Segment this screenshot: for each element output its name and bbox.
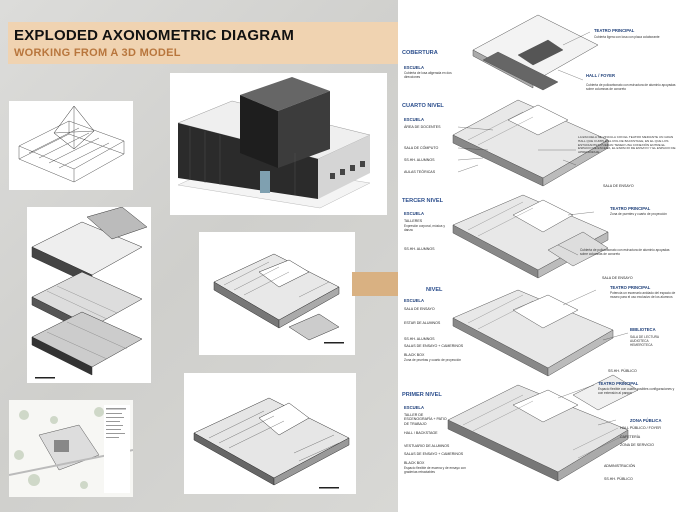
exploded-diagram-panel: COBERTURA ESCUELA Cubierta de losa alige… xyxy=(398,0,680,512)
label-sshh-alumnos-3: SS.HH. ALUMNOS xyxy=(404,247,435,251)
callout-zona-servicio: ZONA DE SERVICIO xyxy=(620,443,654,447)
page-subtitle: WORKING FROM A 3D MODEL xyxy=(14,47,181,59)
label-salas-ensayo-camerinos-1: SALAS DE ENSAYO + CAMERINOS xyxy=(404,452,464,456)
callout-policarbonato-3: Cubierta de policarbonato con estructura… xyxy=(580,248,670,256)
callout-teatro-principal-3-desc: Zona de puentes y cuarto de proyección xyxy=(610,212,667,216)
callout-biblioteca-desc: SALA DE LECTURA AUDIOTECA HEMEROTECA xyxy=(630,335,659,347)
label-sshh-alumnos-4: SS.HH. ALUMNOS xyxy=(404,158,435,162)
page-title: EXPLODED AXONOMETRIC DIAGRAM xyxy=(14,27,295,44)
level-heading-primer: PRIMER NIVEL xyxy=(402,392,442,398)
label-estar-alumnos: ESTAR DE ALUMNOS xyxy=(404,321,441,325)
render-3d-drawing xyxy=(177,77,371,209)
callout-teatro-principal-2: TEATRO PRINCIPAL xyxy=(610,285,651,290)
callout-administracion: ADMINISTRACIÓN xyxy=(604,464,636,468)
callout-teatro-principal-1: TEATRO PRINCIPAL xyxy=(598,381,639,386)
callout-biblioteca: BIBLIOTECA xyxy=(630,327,656,332)
label-black-box-1-desc: Espacio flexible de escena y de ensayo c… xyxy=(404,466,466,474)
callout-hall-foyer-desc: Cubierta de policarbonato con estructura… xyxy=(586,83,676,91)
site-plan-drawing xyxy=(9,400,133,497)
callout-zona-publica-desc: HALL PÚBLICO / FOYER xyxy=(620,426,662,430)
label-black-box-2: BLACK BOX xyxy=(404,353,425,357)
callout-teatro-principal-1-desc: Espacio flexible con cuatro posibles con… xyxy=(598,387,675,395)
level-heading-segundo: NIVEL xyxy=(426,287,443,293)
callout-hall-foyer: HALL / FOYER xyxy=(586,73,616,78)
render-3d-card xyxy=(170,73,387,215)
callout-teatro-principal-cobertura-desc: Cubierta ligera con losa con placa colab… xyxy=(594,35,660,39)
level-sublabel-desc-cobertura: Cubierta de losa aligerada en dos direcc… xyxy=(404,71,452,79)
level-sublabel-tercer: ESCUELA xyxy=(404,211,425,216)
label-black-box-2-desc: Zona de pruebas y cuarto de proyección xyxy=(404,358,462,362)
level-sublabel-cuarto: ESCUELA xyxy=(404,117,425,122)
label-salas-ensayo-camerinos-2: SALAS DE ENSAYO + CAMERINOS xyxy=(404,344,464,348)
callout-zona-publica: ZONA PÚBLICA xyxy=(630,418,662,423)
ground-floor-model-drawing xyxy=(193,397,350,489)
label-black-box-1: BLACK BOX xyxy=(404,461,425,465)
label-area-docentes: ÁREA DE DOCENTES xyxy=(404,125,441,129)
label-sala-ensayo-2: SALA DE ENSAYO xyxy=(404,307,435,311)
title-banner xyxy=(8,22,398,64)
floor-model-drawing xyxy=(213,253,344,344)
ground-floor-model-card xyxy=(184,373,356,494)
exploded-sketch-drawing xyxy=(31,207,148,379)
wireframe-model-card xyxy=(9,101,133,190)
label-vestuario-alumnos: VESTUARIO DE ALUMNOS xyxy=(404,444,450,448)
callout-escuela-vinculo: LA ESCUELA SE VINCULA CON EL TEATRO MEDI… xyxy=(578,135,676,155)
exploded-sketch-card xyxy=(27,207,151,383)
callout-sshh-publico-2: SS.HH. PÚBLICO xyxy=(608,369,637,373)
label-sshh-alumnos-2: SS.HH. ALUMNOS xyxy=(404,337,435,341)
callout-cafeteria: CAFETERÍA xyxy=(620,435,641,439)
label-aulas-teoricas: AULAS TEÓRICAS xyxy=(404,170,436,174)
site-plan-card xyxy=(9,400,133,497)
level-heading-tercer: TERCER NIVEL xyxy=(402,198,444,204)
callout-sshh-publico-1: SS.HH. PÚBLICO xyxy=(604,477,633,481)
label-hall-backstage: HALL / BACKSTAGE xyxy=(404,431,438,435)
label-talleres-desc: Expresión corporal, música y danza xyxy=(404,224,445,232)
label-taller-escenografia: TALLER DE ESCENOGRAFÍA + PATIO DE TRABAJ… xyxy=(404,413,447,426)
wireframe-model-drawing xyxy=(18,105,125,183)
level-sublabel-segundo: ESCUELA xyxy=(404,298,425,303)
callout-sala-ensayo-4: SALA DE ENSAYO xyxy=(603,184,634,188)
level-sublabel-cobertura: ESCUELA xyxy=(404,65,425,70)
level-sublabel-primer: ESCUELA xyxy=(404,405,425,410)
callout-teatro-principal-3: TEATRO PRINCIPAL xyxy=(610,206,651,211)
callout-teatro-principal-cobertura: TEATRO PRINCIPAL xyxy=(594,28,635,33)
exploded-levels-drawing xyxy=(447,14,639,482)
level-heading-cobertura: COBERTURA xyxy=(402,50,438,56)
label-sala-computo: SALA DE CÓMPUTO xyxy=(404,146,439,150)
level-heading-cuarto: CUARTO NIVEL xyxy=(402,103,444,109)
floor-model-card xyxy=(199,232,355,355)
callout-sala-ensayo-3: SALA DE ENSAYO xyxy=(602,276,633,280)
label-talleres: TALLERES xyxy=(404,219,423,223)
callout-teatro-principal-2-desc: Potencia un escenario anidado del espaci… xyxy=(610,291,676,299)
